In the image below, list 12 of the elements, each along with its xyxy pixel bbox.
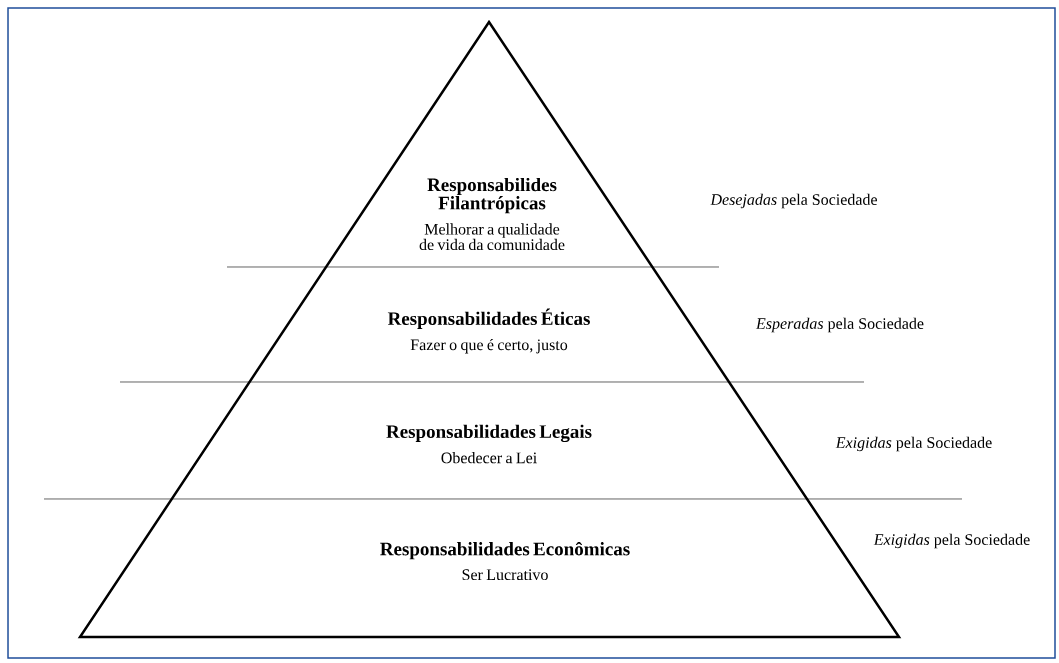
- level-heading: Responsabilidades Legais: [386, 424, 592, 443]
- level-description: Fazer o que é certo, justo: [410, 338, 568, 354]
- level-description: Melhorar a qualidade de vida da comunidade: [419, 223, 565, 251]
- level-heading: Responsabilides Filantrópicas: [427, 177, 557, 214]
- level-heading: Responsabilidades Éticas: [387, 308, 590, 329]
- side-label: Desejadas pela Sociedade: [710, 193, 877, 209]
- level-description: Obedecer a Lei: [441, 452, 537, 464]
- side-label: Exigidas pela Sociedade: [835, 436, 992, 452]
- side-label: Esperadas pela Sociedade: [755, 317, 924, 333]
- level-description: Ser Lucrativo: [462, 569, 548, 581]
- side-label: Exigidas pela Sociedade: [873, 533, 1030, 549]
- level-heading: Responsabilidades Econômicas: [380, 541, 630, 560]
